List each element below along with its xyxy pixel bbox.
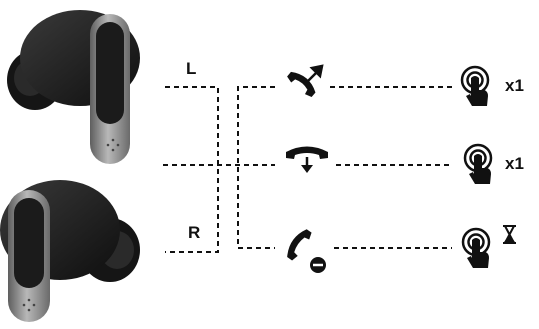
touch-hold-icon [463, 229, 489, 268]
left-earbud-image [7, 10, 140, 164]
left-channel-label: L [186, 59, 196, 79]
incoming-arrow-icon [307, 66, 322, 82]
hourglass-icon [503, 226, 516, 243]
right-bracket [238, 87, 275, 248]
touch-tap-icon [462, 67, 488, 106]
tap-count-label: x1 [505, 76, 524, 96]
right-channel-label: R [188, 223, 200, 243]
tap-count-label: x1 [505, 154, 524, 174]
phone-answer-icon [286, 68, 319, 99]
touch-tap-icon [465, 145, 491, 184]
phone-reject-icon [283, 226, 326, 273]
right-earbud-image [0, 180, 140, 322]
phone-hangup-icon [286, 147, 328, 174]
